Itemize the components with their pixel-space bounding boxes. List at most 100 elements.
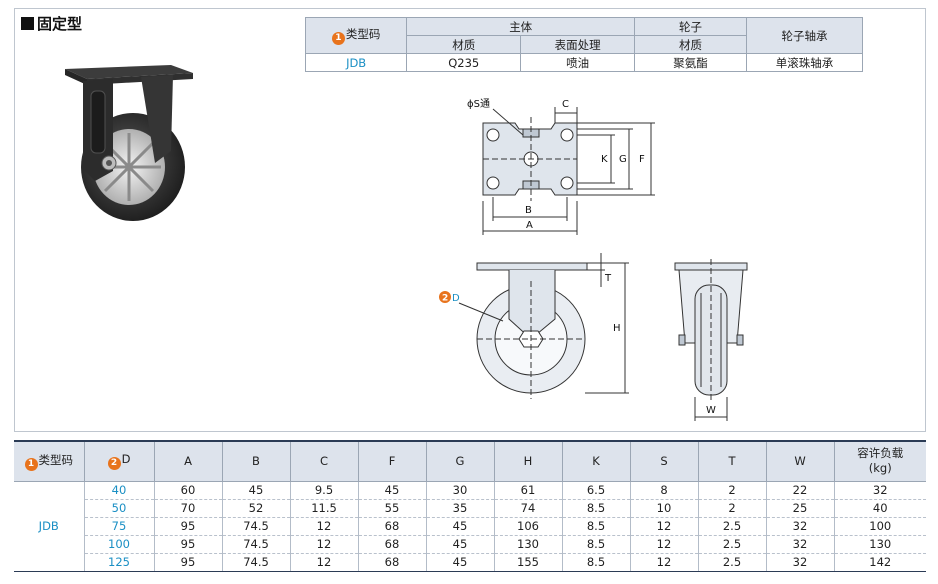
badge-1-icon: 1 bbox=[24, 457, 38, 471]
dim-c-label: C bbox=[562, 99, 569, 110]
surface-header: 表面处理 bbox=[520, 35, 636, 54]
dims-cell: 30 bbox=[425, 481, 494, 500]
dims-cell: 45 bbox=[221, 481, 290, 500]
dims-cell: 50 bbox=[83, 499, 154, 518]
dims-cell: 45 bbox=[425, 517, 494, 536]
dims-cell: 70 bbox=[153, 499, 222, 518]
dim-b-label: B bbox=[525, 205, 532, 216]
dim-h-label: H bbox=[613, 323, 621, 334]
dims-cell: 68 bbox=[357, 517, 426, 536]
spec-bearing-cell: 单滚珠轴承 bbox=[745, 53, 864, 72]
badge-2-icon bbox=[439, 291, 451, 303]
caster-photo bbox=[65, 65, 193, 221]
material-header: 材质 bbox=[406, 35, 522, 54]
dims-cell: 12 bbox=[289, 535, 358, 554]
dims-cell: 130 bbox=[833, 535, 926, 554]
dims-type-cell: JDB bbox=[14, 481, 84, 572]
dims-cell: 95 bbox=[153, 535, 222, 554]
dims-cell: 45 bbox=[357, 481, 426, 500]
dim-k-label: K bbox=[601, 154, 608, 165]
dims-cell: 95 bbox=[153, 553, 222, 572]
dims-header-h: H bbox=[493, 440, 562, 482]
dims-header-w: W bbox=[765, 440, 834, 482]
dims-header-s: S bbox=[629, 440, 698, 482]
dim-phi-s-label: ϕS通 bbox=[467, 98, 490, 110]
dims-header-g: G bbox=[425, 440, 494, 482]
title-square-icon bbox=[21, 17, 34, 30]
dims-cell: 60 bbox=[153, 481, 222, 500]
badge-2-number: 2 bbox=[442, 294, 448, 304]
spec-type-cell: JDB bbox=[304, 53, 408, 72]
dims-cell: 12 bbox=[629, 553, 698, 572]
dims-cell: 35 bbox=[425, 499, 494, 518]
table-row: JDB 40 60 45 9.5 45 30 61 6.5 8 2 22 32 bbox=[14, 481, 926, 572]
dims-cell: 100 bbox=[833, 517, 926, 536]
dims-cell: 32 bbox=[833, 481, 926, 500]
dims-cell: 100 bbox=[83, 535, 154, 554]
table-row: 50 70 52 11.5 55 35 74 8.5 10 2 25 40 bbox=[14, 499, 926, 518]
dims-header-c: C bbox=[289, 440, 358, 482]
dims-cell: 95 bbox=[153, 517, 222, 536]
dims-cell: 32 bbox=[765, 517, 834, 536]
dims-cell: 2.5 bbox=[697, 535, 766, 554]
dims-cell: 12 bbox=[629, 517, 698, 536]
table-row: 75 95 74.5 12 68 45 106 8.5 12 2.5 32 10… bbox=[14, 517, 926, 536]
dims-cell: 12 bbox=[289, 553, 358, 572]
dims-cell: 2 bbox=[697, 481, 766, 500]
dims-header-f: F bbox=[357, 440, 426, 482]
dims-cell: 45 bbox=[425, 535, 494, 554]
dims-cell: 2.5 bbox=[697, 553, 766, 572]
dim-a-label: A bbox=[526, 220, 533, 231]
section-title: 固定型 bbox=[21, 13, 82, 34]
dims-cell: 130 bbox=[493, 535, 562, 554]
dims-cell: 8.5 bbox=[561, 535, 630, 554]
dims-cell: 6.5 bbox=[561, 481, 630, 500]
dims-cell: 9.5 bbox=[289, 481, 358, 500]
dims-cell: 40 bbox=[833, 499, 926, 518]
dims-cell: 75 bbox=[83, 517, 154, 536]
dims-cell: 8.5 bbox=[561, 499, 630, 518]
dims-header-a: A bbox=[153, 440, 222, 482]
dims-cell: 68 bbox=[357, 553, 426, 572]
badge-1-icon: 1 bbox=[331, 32, 345, 45]
body-header: 主体 bbox=[406, 17, 636, 36]
dims-cell: 52 bbox=[221, 499, 290, 518]
dims-header-t: T bbox=[697, 440, 766, 482]
dims-cell: 12 bbox=[289, 517, 358, 536]
bearing-header: 轮子轴承 bbox=[745, 17, 864, 54]
dims-cell: 2 bbox=[697, 499, 766, 518]
dims-cell: 11.5 bbox=[289, 499, 358, 518]
spec-material-cell: Q235 bbox=[406, 53, 522, 72]
dims-cell: 32 bbox=[765, 535, 834, 554]
dims-cell: 25 bbox=[765, 499, 834, 518]
spec-surface-cell: 喷油 bbox=[520, 53, 636, 72]
dims-cell: 106 bbox=[493, 517, 562, 536]
dim-d-label: D bbox=[452, 293, 460, 304]
dims-cell: 125 bbox=[83, 553, 154, 572]
wheel-material-header: 材质 bbox=[634, 35, 747, 54]
dims-cell: 40 bbox=[83, 481, 154, 500]
dims-header-load: 容许负载(kg) bbox=[833, 440, 926, 482]
wheel-header: 轮子 bbox=[634, 17, 747, 36]
dims-cell: 74.5 bbox=[221, 517, 290, 536]
dims-cell: 45 bbox=[425, 553, 494, 572]
dims-cell: 155 bbox=[493, 553, 562, 572]
dims-cell: 8 bbox=[629, 481, 698, 500]
dims-cell: 32 bbox=[765, 553, 834, 572]
dims-header-k: K bbox=[561, 440, 630, 482]
dims-cell: 68 bbox=[357, 535, 426, 554]
dim-w-label: W bbox=[706, 405, 716, 416]
dim-g-label: G bbox=[619, 154, 627, 165]
dims-cell: 22 bbox=[765, 481, 834, 500]
badge-2-icon: 2 bbox=[107, 457, 121, 471]
dims-header-b: B bbox=[221, 440, 290, 482]
spec-wheel-material-cell: 聚氨酯 bbox=[634, 53, 747, 72]
dims-cell: 12 bbox=[629, 535, 698, 554]
